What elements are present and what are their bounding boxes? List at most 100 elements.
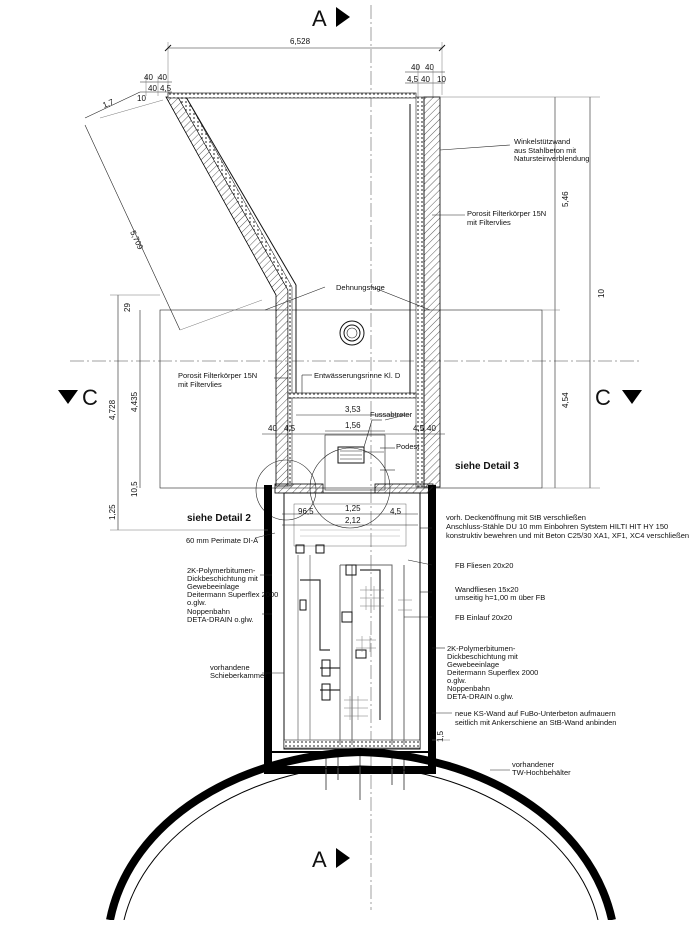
dim-40: 40	[148, 84, 157, 93]
label-podest: Podest	[396, 442, 420, 451]
label-detail-3: siehe Detail 3	[455, 461, 519, 472]
label-fussabtreter: Fussabtreter	[370, 410, 413, 419]
reservoir-dome	[106, 747, 616, 921]
label-poly-right-1: 2K-Polymerbitumen-	[447, 644, 516, 653]
arrow-right-icon	[336, 848, 350, 868]
label-poly-right-5: o.glw.	[447, 676, 466, 685]
dim-96-5: 96,5	[298, 507, 314, 516]
label-noppen-right-1: Noppenbahn	[447, 684, 490, 693]
drain-circle	[339, 320, 365, 346]
dim-1-25: 1,25	[108, 504, 117, 520]
label-ks-wand-1: neue KS-Wand auf FuBo-Unterbeton aufmaue…	[455, 709, 616, 718]
label-poly-right-2: Dickbeschichtung mit	[447, 652, 519, 661]
section-axis-c: C C	[58, 360, 642, 410]
label-hochbehaelter-1: vorhandener	[512, 760, 555, 769]
label-winkel-3: Natursteinverblendung	[514, 154, 589, 163]
dim-1-5: 1,5	[436, 730, 445, 742]
label-poly-right-4: Deitermann Superflex 2000	[447, 668, 538, 677]
label-hochbehaelter-2: TW-Hochbehälter	[512, 768, 571, 777]
section-mark-a-top: A	[312, 6, 327, 31]
dim-1-56: 1,56	[345, 421, 361, 430]
platform-outline	[159, 309, 543, 489]
label-ks-wand-2: seitlich mit Ankerschiene an StB-Wand an…	[455, 718, 616, 727]
dim-40: 40	[421, 75, 430, 84]
label-wandfliesen-1: Wandfliesen 15x20	[455, 585, 519, 594]
label-fb-einlauf: FB Einlauf 20x20	[455, 613, 512, 622]
label-poly-left-5: o.glw.	[187, 598, 206, 607]
label-decke-3: konstruktiv bewehren und mit Beton C25/3…	[446, 531, 689, 540]
label-poly-right-3: Gewebeeinlage	[447, 660, 499, 669]
dim-40: 40	[411, 63, 420, 72]
section-mark-c-right: C	[595, 385, 611, 410]
dim-1-7: 1,7	[101, 97, 115, 110]
arrow-down-icon	[58, 390, 78, 404]
label-decke-2: Anschluss-Stähle DU 10 mm Einbohren Syts…	[446, 522, 668, 531]
label-detail-2: siehe Detail 2	[187, 513, 251, 524]
label-winkel-1: Winkelstützwand	[514, 137, 570, 146]
top-dimension: 6,528	[164, 37, 446, 95]
label-fb-fliesen: FB Fliesen 20x20	[455, 561, 513, 570]
label-noppen-right-2: DETA-DRAIN o.glw.	[447, 692, 514, 701]
dim-top-width: 6,528	[290, 37, 311, 46]
label-porosit-right-1: Porosit Filterkörper 15N	[467, 209, 546, 218]
entrance-area	[324, 419, 386, 491]
dims-top-left: 40 40 10 40 4,5 1,7	[84, 73, 172, 119]
label-poly-left-3: Gewebeeinlage	[187, 582, 239, 591]
dim-40: 40	[144, 73, 153, 82]
label-schieber-2: Schieberkammer	[210, 671, 267, 680]
label-porosit-left-1: Porosit Filterkörper 15N	[178, 371, 257, 380]
dim-10: 10	[597, 289, 606, 298]
arrow-right-icon	[336, 7, 350, 27]
label-noppen-left-2: DETA-DRAIN o.glw.	[187, 615, 254, 624]
dim-diagonal: 5,709	[128, 229, 145, 251]
shaft-dimensions: 1,25 2,12 96,5 4,5	[282, 504, 418, 526]
label-porosit-right-2: mit Filtervlies	[467, 218, 511, 227]
label-schieber-1: vorhandene	[210, 663, 250, 672]
dim-29: 29	[123, 303, 132, 312]
dim-40: 40	[158, 73, 167, 82]
dim-4-5: 4,5	[413, 424, 425, 433]
leader-lines	[254, 144, 511, 771]
section-axis-a: A A	[312, 5, 372, 910]
dim-4-435: 4,435	[130, 391, 139, 412]
dim-40: 40	[268, 424, 277, 433]
dim-40: 40	[427, 424, 436, 433]
dim-4-5: 4,5	[284, 424, 296, 433]
label-poly-left-2: Dickbeschichtung mit	[187, 574, 259, 583]
label-poly-left-4: Deitermann Superflex 2000	[187, 590, 278, 599]
label-wandfliesen-2: umseitig h=1,00 m über FB	[455, 593, 545, 602]
section-mark-a-bottom: A	[312, 847, 327, 872]
dim-1-25: 1,25	[345, 504, 361, 513]
label-winkel-2: aus Stahlbeton mit	[514, 146, 577, 155]
dim-3-53: 3,53	[345, 405, 361, 414]
label-decke-1: vorh. Deckenöffnung mit StB verschließen	[446, 513, 586, 522]
section-mark-c-left: C	[82, 385, 98, 410]
label-perimate: 60 mm Perimate DI-A	[186, 536, 258, 545]
inner-dimensions: 3,53 1,56 40 4,5 4,5 40	[262, 405, 445, 435]
dim-4-54: 4,54	[561, 392, 570, 408]
label-rinne: Entwässerungsrinne Kl. D	[314, 371, 401, 380]
dim-4-728: 4,728	[108, 399, 117, 420]
arrow-down-icon	[622, 390, 642, 404]
dim-40: 40	[425, 63, 434, 72]
label-noppen-left-1: Noppenbahn	[187, 607, 230, 616]
dim-5-46: 5,46	[561, 191, 570, 207]
shaft	[264, 483, 436, 774]
dim-10-5: 10,5	[130, 481, 139, 497]
dim-4-5: 4,5	[407, 75, 419, 84]
label-dehnungsfuge: Dehnungsfuge	[336, 283, 385, 292]
dim-4-5: 4,5	[390, 507, 402, 516]
top-wall	[167, 92, 417, 99]
left-dimensions: 29 4,728 4,435 10,5 1,25	[108, 294, 268, 531]
right-dimensions: 5,46 10 4,54	[440, 96, 606, 489]
label-porosit-left-2: mit Filtervlies	[178, 380, 222, 389]
dim-2-12: 2,12	[345, 516, 361, 525]
pipework	[295, 529, 412, 800]
dim-10: 10	[437, 75, 446, 84]
drainage-channel	[287, 374, 417, 399]
dims-top-right: 40 40 4,5 40 10	[405, 63, 446, 98]
label-poly-left-1: 2K-Polymerbitumen-	[187, 566, 256, 575]
dim-4-5: 4,5	[160, 84, 172, 93]
